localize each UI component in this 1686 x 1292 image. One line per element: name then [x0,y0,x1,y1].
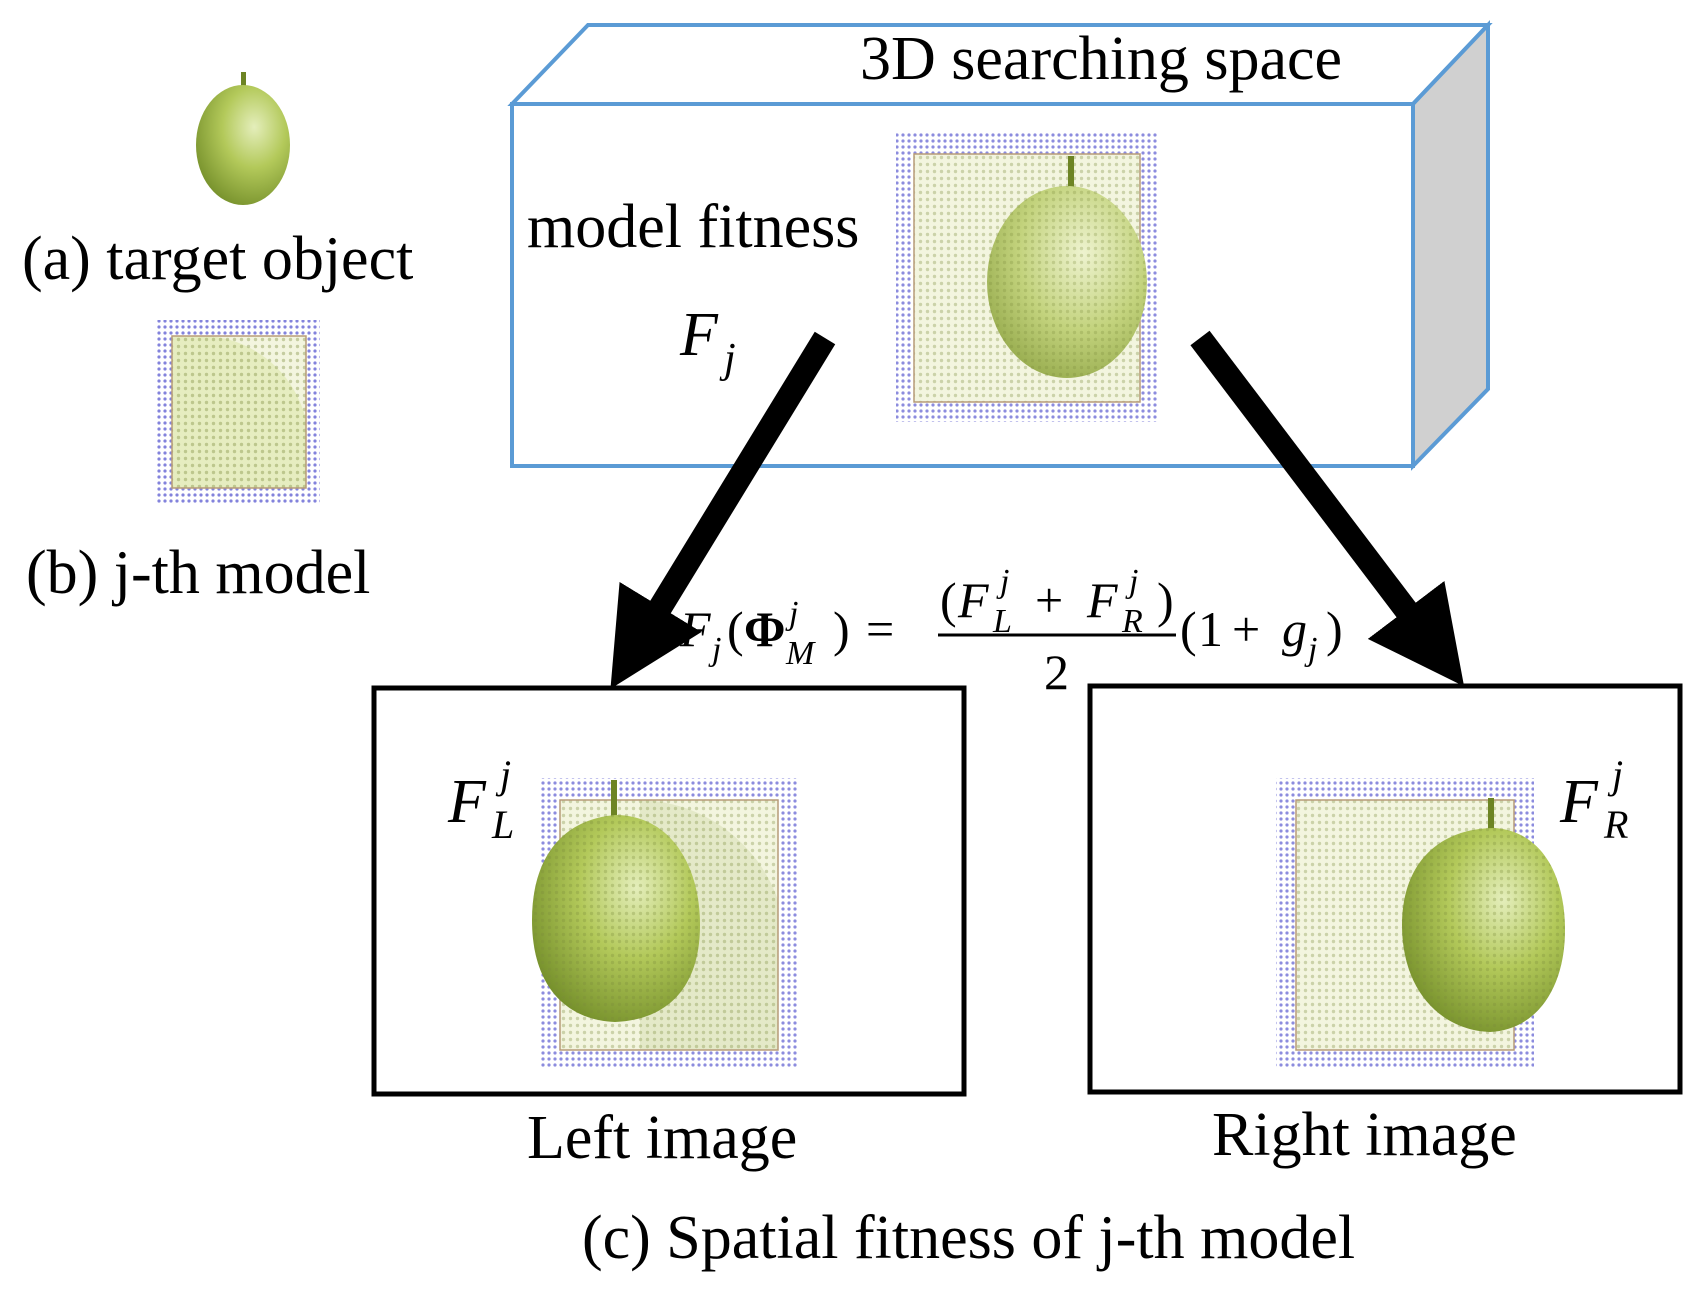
svg-text:): ) [1157,572,1174,628]
arrow-to-left-image [610,331,836,689]
svg-text:R: R [1603,802,1628,847]
search-space-title: 3D searching space [860,25,1342,93]
svg-text:): ) [1326,601,1343,657]
svg-text:F: F [1559,768,1599,836]
svg-text:F: F [1086,572,1118,628]
model-fitness-label: model fitness [527,193,859,261]
svg-text:L: L [491,802,514,847]
svg-text:=: = [866,601,894,657]
svg-text:(: ( [940,572,957,628]
svg-text:): ) [833,601,850,657]
arrow-to-right-image [1190,330,1465,687]
fl-label: F j L [447,752,514,847]
svg-text:j: j [996,563,1009,600]
svg-text:j: j [785,595,798,632]
svg-text:(: ( [727,601,744,657]
svg-text:L: L [992,603,1012,640]
svg-text:j: j [1607,752,1623,797]
svg-text:1: 1 [1198,601,1223,657]
svg-text:g: g [1282,601,1307,657]
svg-text:j: j [1125,563,1138,600]
spatial-fitness-caption: (c) Spatial fitness of j-th model [582,1204,1355,1272]
search-space-model [896,132,1158,422]
left-image-caption: Left image [527,1104,797,1172]
target-object-caption: (a) target object [22,225,413,293]
jth-model-caption: (b) j-th model [26,539,370,607]
svg-text:F: F [679,601,711,657]
search-box-side-face [1411,19,1490,471]
svg-text:Φ: Φ [744,601,785,657]
fr-label: F j R [1559,752,1628,847]
svg-text:+: + [1232,601,1260,657]
svg-text:(: ( [1180,601,1197,657]
svg-text:R: R [1121,603,1143,640]
fj-label: F j [679,301,736,382]
svg-text:j: j [495,752,511,797]
jth-model-thumbnail [157,320,320,503]
svg-text:j: j [708,631,721,668]
right-image-model [1276,778,1565,1068]
svg-text:2: 2 [1044,644,1069,700]
svg-text:F: F [957,572,989,628]
svg-text:+: + [1035,572,1063,628]
fitness-equation: F j ( Φ j M ) = ( F j L + F j R ) 2 ( 1 … [679,563,1343,700]
svg-text:j: j [719,336,736,382]
left-image-model [532,778,798,1068]
svg-text:F: F [447,768,487,836]
target-object-fruit [196,72,290,205]
svg-text:M: M [785,635,816,672]
right-image-caption: Right image [1212,1101,1517,1169]
svg-text:F: F [679,301,719,369]
svg-text:j: j [1304,631,1317,668]
